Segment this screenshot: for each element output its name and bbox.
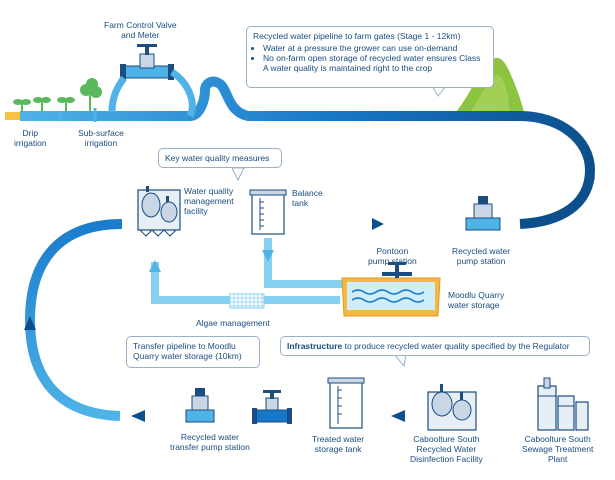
disinfection-facility-icon xyxy=(427,384,477,431)
treated-tank-icon xyxy=(327,377,365,429)
arrow-down-recirc xyxy=(262,250,274,262)
arrow-up-recirc xyxy=(149,260,161,272)
infrastructure-bold: Infrastructure xyxy=(287,341,343,351)
transfer-pump-station-icon xyxy=(185,388,215,423)
arrow-left-bottom xyxy=(131,410,145,422)
algae-mesh xyxy=(229,293,265,309)
left-loop-pipe xyxy=(24,219,123,421)
pipeline-bullet-1: Water at a pressure the grower can use o… xyxy=(263,43,487,53)
key-measures-callout: Key water quality measures xyxy=(158,148,282,168)
arrow-up-left xyxy=(24,316,36,330)
pipeline-callout: Recycled water pipeline to farm gates (S… xyxy=(246,26,494,88)
moodlu-storage xyxy=(341,277,441,317)
pipeline-bullet-2: No on-farm open storage of recycled wate… xyxy=(263,53,487,73)
right-loop-pipe xyxy=(519,169,595,229)
pipeline-callout-title: Recycled water pipeline to farm gates (S… xyxy=(253,31,461,41)
recirc-pipe-right xyxy=(264,238,345,288)
balance-tank-icon xyxy=(249,189,287,235)
bottom-valve-icon xyxy=(252,390,292,424)
crop-plants-icon xyxy=(13,78,102,112)
farm-pipeline xyxy=(20,76,595,171)
infrastructure-text: to produce recycled water quality specif… xyxy=(342,341,570,351)
infrastructure-callout: Infrastructure to produce recycled water… xyxy=(280,336,590,356)
algae-label: Algae management xyxy=(196,318,270,328)
water-quality-facility-icon xyxy=(137,186,181,237)
pontoon-pump-icon xyxy=(382,262,412,278)
recirc-pipe-left xyxy=(151,262,340,304)
arrow-right-mid xyxy=(372,218,384,230)
sewage-plant-icon xyxy=(537,377,589,431)
arrow-left-bottom-2 xyxy=(391,410,405,422)
recycled-pump-station-icon xyxy=(465,196,501,231)
farm-valve-icon xyxy=(108,44,174,113)
arrow-down-right xyxy=(585,178,595,190)
